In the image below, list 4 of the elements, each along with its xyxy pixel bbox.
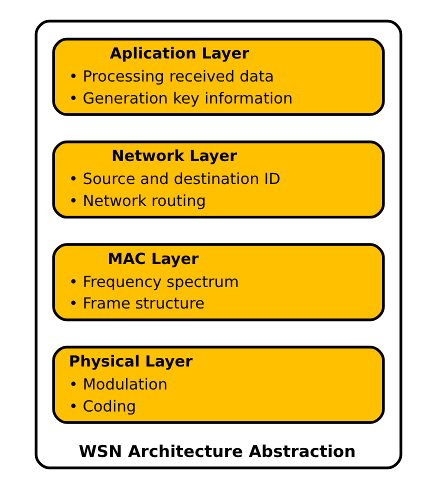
node-box: MAC Layer • Frequency spectrum • Frame structure xyxy=(52,243,384,322)
node-box: Physical Layer • Modulation • Coding xyxy=(52,346,384,424)
node-box: Network Layer • Source and destination ID • Network routing xyxy=(52,140,384,219)
node-box: Aplication Layer • Processing received data • Generation key information xyxy=(52,38,384,116)
